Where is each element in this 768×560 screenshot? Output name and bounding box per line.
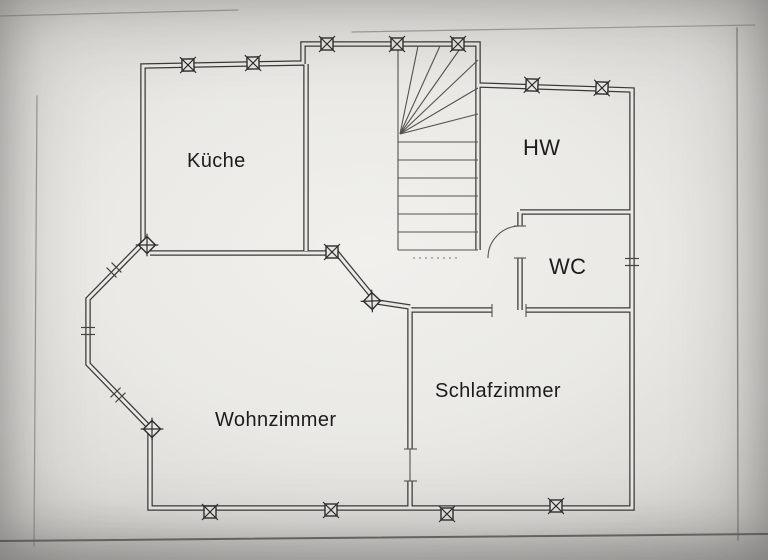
wall-anchor-symbols [134, 35, 611, 523]
wall-anchor-icon [438, 505, 456, 523]
wall-anchor-icon [244, 54, 262, 72]
wall-anchor-icon [449, 35, 467, 53]
wall-anchor-icon [201, 503, 219, 521]
scan-artifact-lines [0, 9, 768, 547]
wall-anchor-icon [523, 76, 541, 94]
wall-anchor-icon [179, 56, 197, 74]
wall-anchor-icon [388, 35, 406, 53]
wall-anchor-icon [593, 79, 611, 97]
doors [404, 225, 527, 482]
wc-door-swing [487, 225, 521, 259]
wall-anchor-icon [547, 497, 565, 515]
room-label-wc: WC [549, 254, 587, 279]
wall-anchor-icon [322, 501, 340, 519]
wall-anchor-icon [318, 35, 336, 53]
wall-anchor-icon [323, 243, 341, 261]
room-label-hw: HW [523, 135, 561, 160]
room-label-kueche: Küche [187, 150, 246, 172]
room-label-wohnzimmer: Wohnzimmer [215, 409, 337, 431]
room-label-schlafzimmer: Schlafzimmer [435, 380, 561, 402]
wall-anchor-icon [359, 288, 385, 314]
staircase [397, 44, 479, 259]
